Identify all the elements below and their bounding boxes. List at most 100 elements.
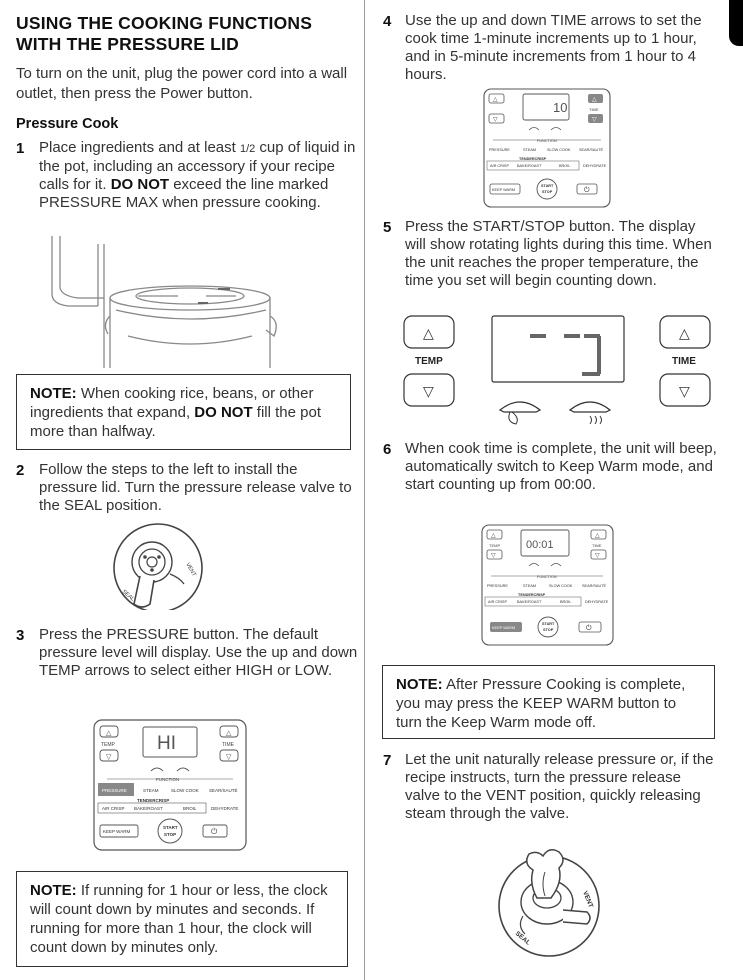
- display-readout: 00:01: [526, 539, 554, 551]
- svg-text:KEEP WARM: KEEP WARM: [492, 188, 515, 192]
- svg-text:TENDERCRISP: TENDERCRISP: [137, 798, 169, 803]
- temp-down-button[interactable]: [99, 749, 119, 762]
- step-5-text: Press the START/STOP button. The display…: [405, 218, 712, 289]
- time-down-button[interactable]: [219, 749, 239, 762]
- start-stop-button[interactable]: [157, 818, 183, 844]
- svg-text:▽: ▽: [423, 383, 434, 399]
- svg-text:△: △: [423, 325, 434, 341]
- temp-up-button[interactable]: [486, 529, 503, 540]
- svg-text:SLOW COOK: SLOW COOK: [171, 788, 199, 793]
- vent-label: VENT: [581, 890, 594, 909]
- svg-text:△: △: [226, 730, 232, 737]
- svg-text:▽: ▽: [106, 754, 112, 761]
- svg-text:SEAR/SAUTÉ: SEAR/SAUTÉ: [209, 787, 238, 793]
- svg-text:START: START: [542, 622, 555, 626]
- step-4-text: Use the up and down TIME arrows to set t…: [405, 12, 702, 83]
- svg-text:AIR CRISP: AIR CRISP: [102, 806, 125, 811]
- svg-text:DEHYDRATE: DEHYDRATE: [211, 806, 238, 811]
- valve-handle: [562, 909, 591, 925]
- svg-text:⏻: ⏻: [584, 186, 590, 194]
- svg-text:BAKE/ROAST: BAKE/ROAST: [517, 164, 542, 168]
- temp-down-button[interactable]: [486, 549, 503, 560]
- svg-text:STEAM: STEAM: [523, 148, 536, 152]
- svg-text:SLOW COOK: SLOW COOK: [549, 584, 573, 588]
- temp-down-button[interactable]: [488, 113, 505, 124]
- svg-text:PRESSURE: PRESSURE: [487, 584, 508, 588]
- svg-text:BAKE/ROAST: BAKE/ROAST: [517, 600, 542, 604]
- fraction-half: 1/2: [239, 143, 256, 155]
- vent-label: VENT: [184, 562, 197, 578]
- svg-text:STOP: STOP: [164, 832, 176, 837]
- start-stop-button[interactable]: [537, 616, 559, 638]
- step-7-number: 7: [383, 752, 392, 769]
- note-keep-warm: NOTE: After Pressure Cooking is complete…: [382, 665, 715, 739]
- keep-warm-button[interactable]: [489, 183, 521, 195]
- temp-up-button[interactable]: [488, 93, 505, 104]
- svg-text:TENDERCRISP: TENDERCRISP: [518, 593, 546, 597]
- pressure-lid-icon: [498, 401, 542, 413]
- display-screen: [522, 93, 570, 121]
- svg-text:AIR CRISP: AIR CRISP: [488, 600, 507, 604]
- control-detail-step5: △ TEMP ▽ △ TIME ▽: [403, 315, 711, 425]
- svg-text:FUNCTION: FUNCTION: [156, 777, 179, 782]
- keep-warm-button[interactable]: [99, 824, 139, 838]
- start-stop-button[interactable]: [536, 178, 558, 200]
- control-panel-step6: △ TEMP ▽ 00:01 △ TIME ▽ FUNCTION PRESSUR…: [481, 524, 614, 646]
- display-screen: [520, 529, 570, 557]
- svg-text:BROIL: BROIL: [559, 164, 570, 168]
- rotating-lights-indicator: [530, 334, 601, 376]
- step-4-number: 4: [383, 13, 392, 30]
- step-1-number: 1: [16, 140, 25, 157]
- time-label: TIME: [672, 356, 696, 367]
- svg-text:▽: ▽: [679, 383, 690, 399]
- control-panel-step4: △ ▽ 10 △ TIME ▽ FUNCTION PRESSURE STEAM …: [483, 88, 611, 208]
- svg-text:TEMP: TEMP: [489, 543, 500, 548]
- column-divider: [364, 0, 365, 980]
- power-button[interactable]: [576, 183, 598, 195]
- pressure-button[interactable]: [98, 783, 134, 796]
- svg-text:TIME: TIME: [222, 742, 235, 748]
- time-down-button[interactable]: [590, 549, 607, 560]
- svg-text:PRESSURE: PRESSURE: [102, 788, 127, 793]
- subhead-pressure-cook: Pressure Cook: [16, 116, 119, 132]
- step-6-number: 6: [383, 441, 392, 458]
- svg-text:AIR CRISP: AIR CRISP: [490, 164, 509, 168]
- temp-up-button[interactable]: [99, 725, 119, 738]
- svg-text:△: △: [592, 97, 597, 103]
- power-button[interactable]: [202, 824, 228, 838]
- svg-text:FUNCTION: FUNCTION: [537, 575, 557, 579]
- temp-down-button[interactable]: [403, 373, 455, 407]
- svg-text:⏻: ⏻: [211, 827, 218, 836]
- temp-up-button[interactable]: [403, 315, 455, 349]
- keep-warm-button[interactable]: [490, 622, 522, 632]
- svg-text:STEAM: STEAM: [143, 788, 159, 793]
- time-up-button[interactable]: [590, 529, 607, 540]
- pot-illustration: [51, 236, 277, 368]
- crisping-lid-icon: [568, 401, 612, 413]
- time-up-button[interactable]: [659, 315, 711, 349]
- time-down-button[interactable]: [659, 373, 711, 407]
- svg-text:TEMP: TEMP: [101, 742, 116, 748]
- svg-text:⏻: ⏻: [586, 624, 592, 632]
- svg-text:KEEP WARM: KEEP WARM: [103, 829, 131, 834]
- svg-text:FUNCTION: FUNCTION: [537, 139, 557, 143]
- display-screen: [142, 726, 198, 758]
- time-up-button[interactable]: [588, 94, 603, 103]
- time-down-button[interactable]: [588, 114, 603, 123]
- display-screen: [491, 315, 625, 383]
- page-corner-tab: [729, 0, 743, 46]
- note-rice-beans: NOTE: When cooking rice, beans, or other…: [16, 374, 351, 450]
- svg-text:BROIL: BROIL: [183, 806, 197, 811]
- intro-text: To turn on the unit, plug the power cord…: [16, 65, 348, 102]
- temp-label: TEMP: [415, 356, 443, 367]
- time-up-button[interactable]: [219, 725, 239, 738]
- svg-text:△: △: [595, 533, 600, 539]
- lid-indicator-icons: [150, 767, 190, 772]
- step-3-number: 3: [16, 627, 25, 644]
- step-5-number: 5: [383, 219, 392, 236]
- step-3-text: Press the PRESSURE button. The default p…: [39, 626, 358, 679]
- svg-text:△: △: [106, 730, 112, 737]
- svg-text:STOP: STOP: [543, 628, 554, 632]
- svg-text:BROIL: BROIL: [560, 600, 571, 604]
- power-button[interactable]: [578, 621, 602, 633]
